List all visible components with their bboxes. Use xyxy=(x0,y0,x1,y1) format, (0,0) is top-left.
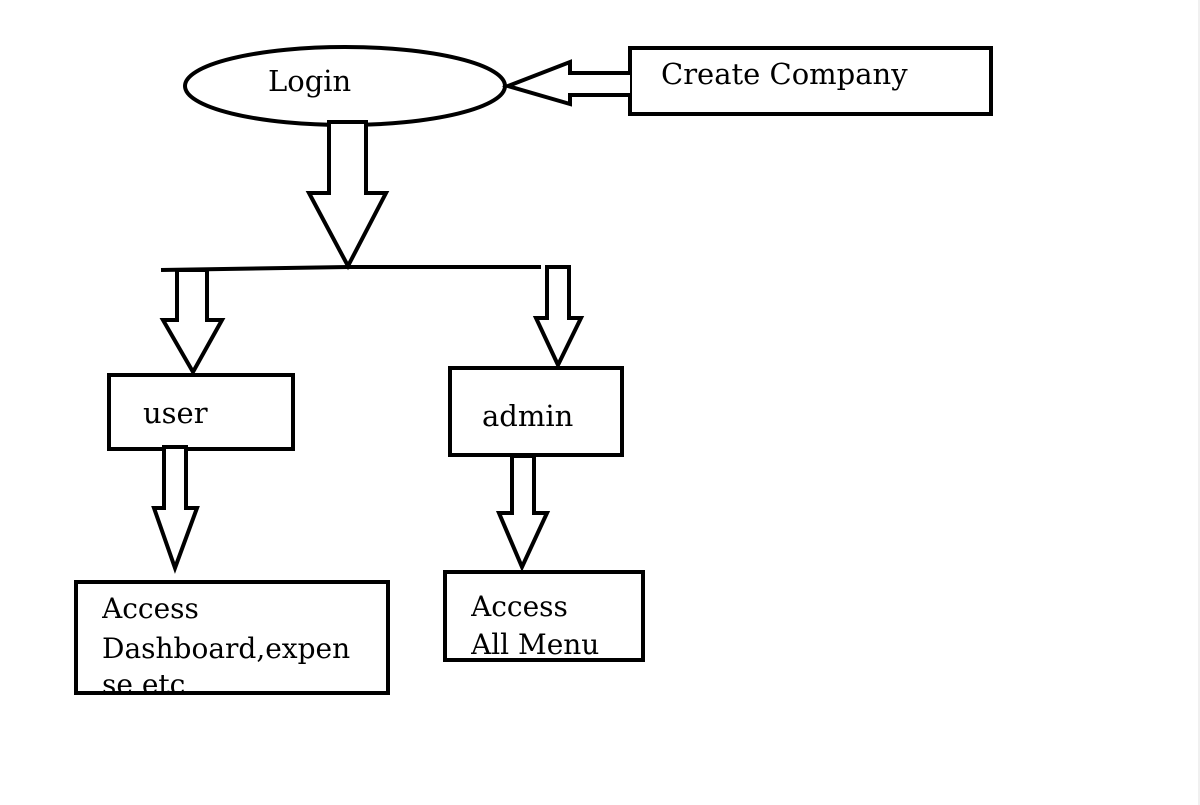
user-access-line-3: se etc xyxy=(102,668,186,696)
user-to-access-arrow xyxy=(151,445,200,574)
user-access-line-1: Access xyxy=(102,592,199,625)
user-node xyxy=(107,373,295,451)
create-company-label: Create Company xyxy=(661,57,908,91)
admin-access-node xyxy=(443,570,645,662)
login-down-arrow xyxy=(305,120,390,271)
admin-to-access-arrow xyxy=(495,454,551,572)
branch-to-user-arrow xyxy=(159,268,226,377)
admin-access-line-1: Access xyxy=(471,590,568,623)
branch-line xyxy=(160,265,541,272)
user-access-text: Access Dashboard,expen se etc xyxy=(102,590,386,696)
create-company-to-login-arrow xyxy=(501,59,630,107)
admin-access-line-2: All Menu xyxy=(471,628,600,658)
login-label: Login xyxy=(268,64,352,98)
user-label: user xyxy=(143,396,208,430)
user-access-node xyxy=(74,580,390,695)
right-edge-border xyxy=(1198,0,1200,805)
user-access-line-2: Dashboard,expen xyxy=(102,632,351,665)
branch-to-admin-arrow xyxy=(532,265,585,370)
admin-access-text: Access All Menu xyxy=(471,588,641,658)
admin-label: admin xyxy=(482,399,574,433)
create-company-node xyxy=(628,46,993,116)
